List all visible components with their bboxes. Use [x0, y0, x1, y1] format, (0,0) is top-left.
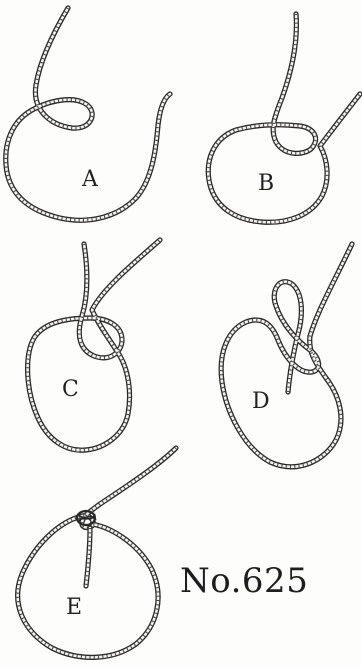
figure-d-label: D [252, 389, 270, 414]
plate-number: No.625 [180, 561, 308, 601]
figure-d: D [221, 244, 352, 467]
figure-c-label: C [62, 377, 79, 402]
figure-b: B [208, 14, 360, 222]
figure-b-rope [208, 14, 360, 222]
figure-a-label: A [81, 167, 99, 192]
figure-a: A [6, 8, 170, 220]
figure-d-rope [221, 244, 352, 467]
figure-c-rope [28, 240, 160, 450]
figure-c: C [28, 240, 160, 450]
figure-e-label: E [66, 595, 82, 620]
figure-b-label: B [258, 171, 274, 196]
figure-e: E [18, 448, 176, 657]
figure-e-rope [18, 448, 176, 657]
